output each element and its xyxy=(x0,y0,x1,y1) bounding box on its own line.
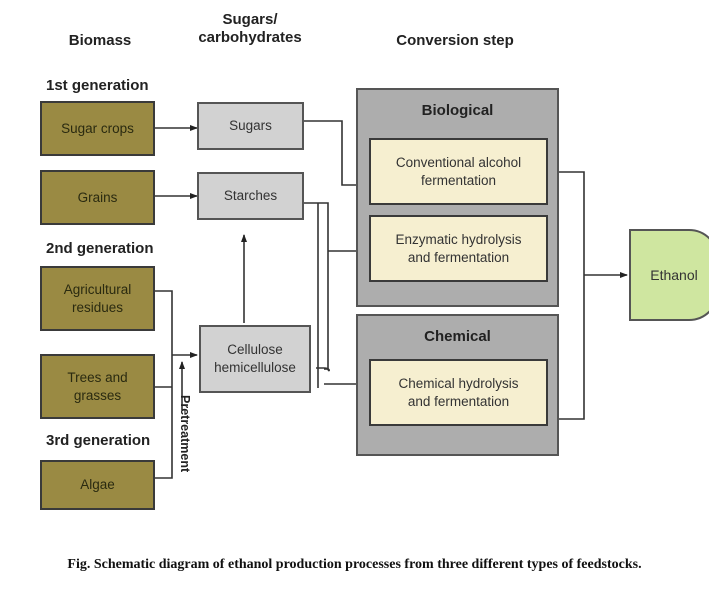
edge-bio-out xyxy=(559,171,585,420)
group-biological: Biological Conventional alcohol fermenta… xyxy=(356,88,559,307)
figure-caption: Fig. Schematic diagram of ethanol produc… xyxy=(67,557,642,572)
box-ethanol: Ethanol xyxy=(629,229,709,321)
step-enzymatic-hydrolysis: Enzymatic hydrolysis and fermentation xyxy=(369,215,548,282)
box-grains: Grains xyxy=(40,170,155,225)
label-1st-generation: 1st generation xyxy=(46,77,149,94)
box-sugars: Sugars xyxy=(197,102,304,150)
box-algae: Algae xyxy=(40,460,155,510)
box-cellulose-hemicellulose: Cellulose hemicellulose xyxy=(199,325,311,393)
label-pretreatment: Pretreatment xyxy=(178,395,192,473)
header-conversion: Conversion step xyxy=(396,32,514,49)
edge-sugars-conventional xyxy=(302,120,368,188)
ethanol-label: Ethanol xyxy=(650,267,698,283)
group-chemical-title: Chemical xyxy=(424,328,491,345)
box-sugar-crops: Sugar crops xyxy=(40,101,155,156)
box-agricultural-residues: Agricultural residues xyxy=(40,266,155,331)
box-trees-grasses: Trees and grasses xyxy=(40,354,155,419)
header-biomass: Biomass xyxy=(68,32,132,49)
step-chemical-hydrolysis: Chemical hydrolysis and fermentation xyxy=(369,359,548,426)
group-chemical: Chemical Chemical hydrolysis and ferment… xyxy=(356,314,559,456)
step-conventional-fermentation: Conventional alcohol fermentation xyxy=(369,138,548,205)
label-3rd-generation: 3rd generation xyxy=(46,432,151,449)
edge-starches-chemical xyxy=(302,202,329,370)
box-starches: Starches xyxy=(197,172,304,220)
label-2nd-generation: 2nd generation xyxy=(46,240,154,257)
header-sugars: Sugars/ carbohydrates xyxy=(198,11,302,46)
edge-agri xyxy=(155,290,173,479)
edge-cellulose-enzymatic xyxy=(316,367,330,372)
group-biological-title: Biological xyxy=(421,102,494,119)
